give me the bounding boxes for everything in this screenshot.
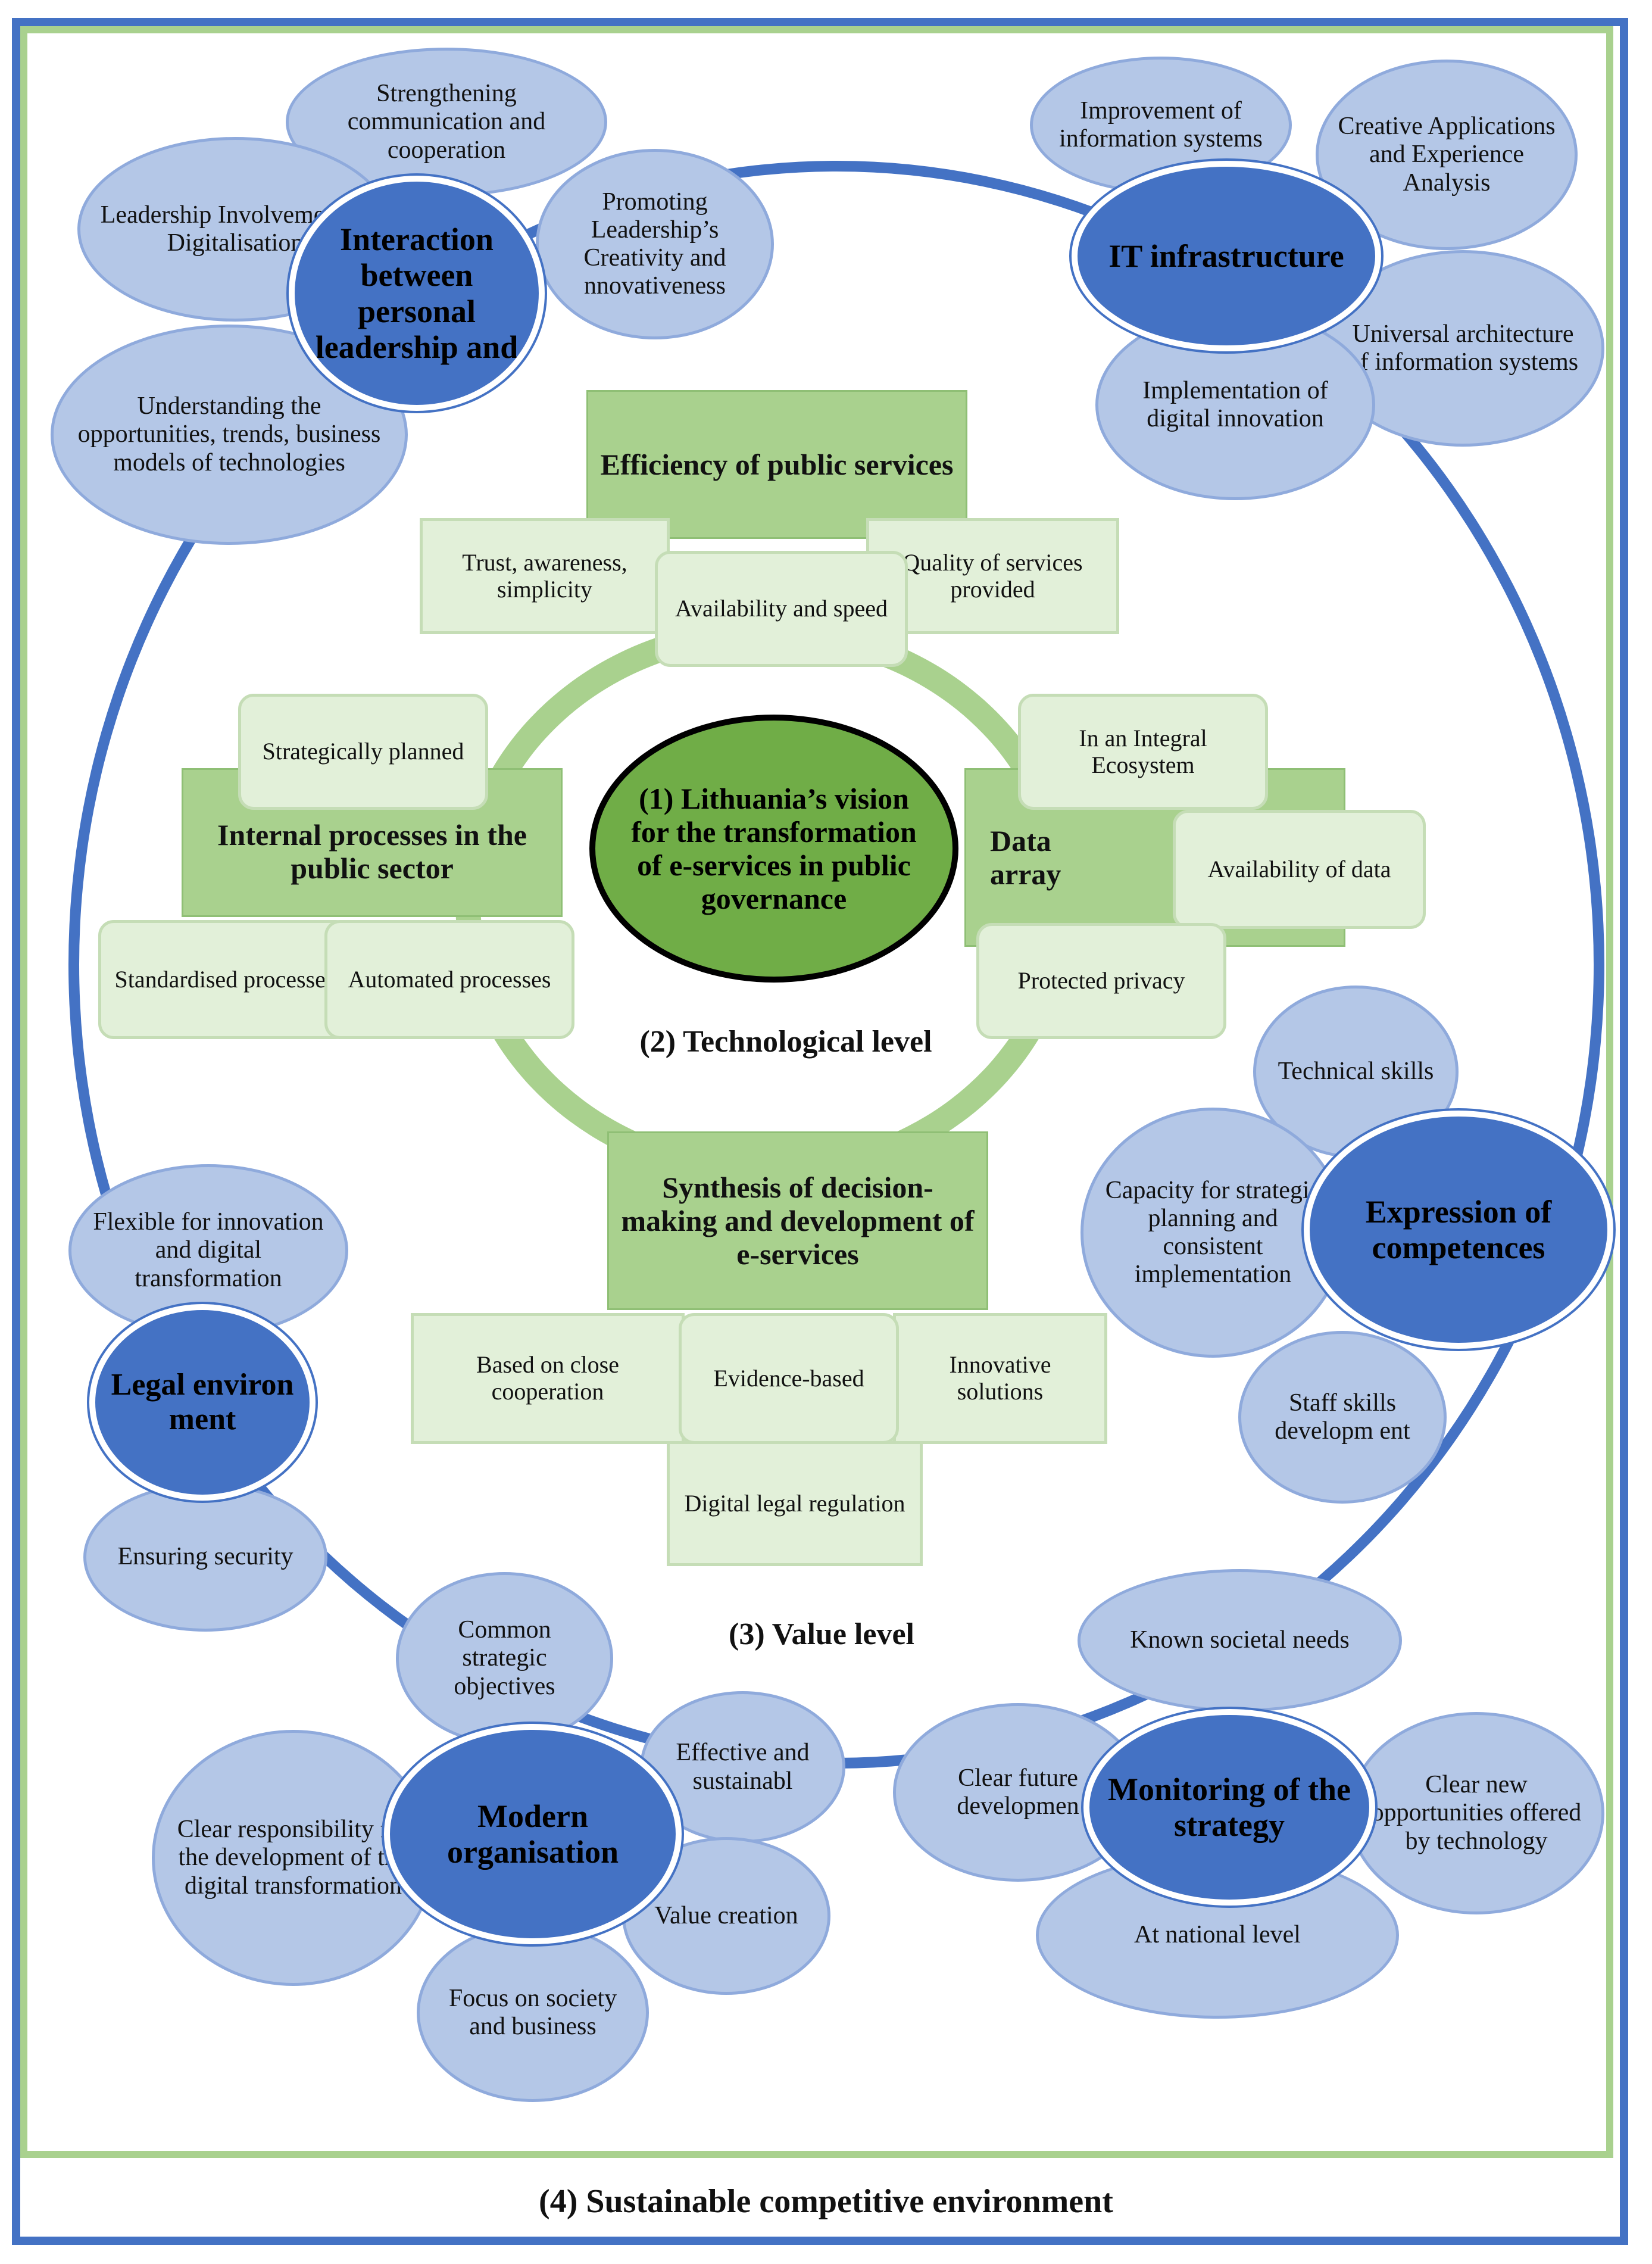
monitoring-item-new-opportunities: Clear new opportunities offered by techn… (1348, 1712, 1604, 1914)
it-item-creative: Creative Applications and Experience Ana… (1316, 60, 1578, 250)
organisation-item-focus: Focus on society and business (417, 1923, 649, 2102)
value-level-label: (3) Value level (729, 1617, 914, 1651)
synthesis-item-cooperation: Based on close cooperation (411, 1313, 685, 1444)
internal-item-strategically-planned: Strategically planned (238, 694, 488, 810)
monitoring-item-societal-needs: Known societal needs (1078, 1569, 1402, 1712)
data-array-label: Data array (990, 824, 1061, 891)
synthesis-title: Synthesis of decision-making and develop… (607, 1131, 988, 1310)
modern-organisation-hub: Modern organisation (384, 1724, 682, 1944)
data-item-ecosystem: In an Integral Ecosystem (1018, 694, 1268, 810)
sustainable-environment-label: (4) Sustainable competitive environment (539, 2183, 1113, 2220)
it-item-implementation: Implementation of digital innovation (1095, 310, 1375, 500)
internal-item-standardised: Standardised processes (98, 920, 351, 1039)
synthesis-item-evidence: Evidence-based (679, 1313, 899, 1444)
data-item-privacy: Protected privacy (976, 923, 1226, 1039)
internal-item-automated: Automated processes (324, 920, 574, 1039)
it-infrastructure-hub: IT infrastructure (1072, 161, 1381, 351)
legal-environment-hub: Legal environ ment (89, 1304, 316, 1501)
data-item-availability: Availability of data (1173, 810, 1426, 929)
synthesis-item-legal-regulation: Digital legal regulation (667, 1441, 923, 1566)
monitoring-hub: Monitoring of the strategy (1083, 1709, 1375, 1906)
competences-hub: Expression of competences (1304, 1111, 1613, 1349)
inner-green-frame (20, 26, 1613, 2158)
efficiency-title: Efficiency of public services (586, 390, 967, 539)
legal-item-flexible: Flexible for innovation and digital tran… (68, 1164, 348, 1337)
competences-item-planning: Capacity for strategic planning and cons… (1080, 1108, 1345, 1358)
efficiency-item-quality: Quality of services provided (866, 518, 1119, 634)
organisation-item-objectives: Common strategic objectives (396, 1572, 613, 1745)
it-item-architecture: Universal architecture of information sy… (1322, 250, 1604, 447)
leadership-item-creativity: Promoting Leadership’s Creativity and nn… (536, 149, 774, 339)
leadership-hub: Interaction between personal leadership … (289, 176, 545, 411)
technological-level-label: (2) Technological level (639, 1025, 932, 1059)
synthesis-item-innovative: Innovative solutions (893, 1313, 1107, 1444)
vision-center: (1) Lithuania’s vision for the transform… (589, 715, 958, 983)
legal-item-security: Ensuring security (83, 1483, 327, 1632)
competences-item-staff-skills: Staff skills developm ent (1238, 1331, 1447, 1504)
outer-blue-frame (12, 18, 1628, 2245)
efficiency-item-trust: Trust, awareness, simplicity (420, 518, 670, 634)
efficiency-item-availability: Availability and speed (655, 551, 908, 667)
